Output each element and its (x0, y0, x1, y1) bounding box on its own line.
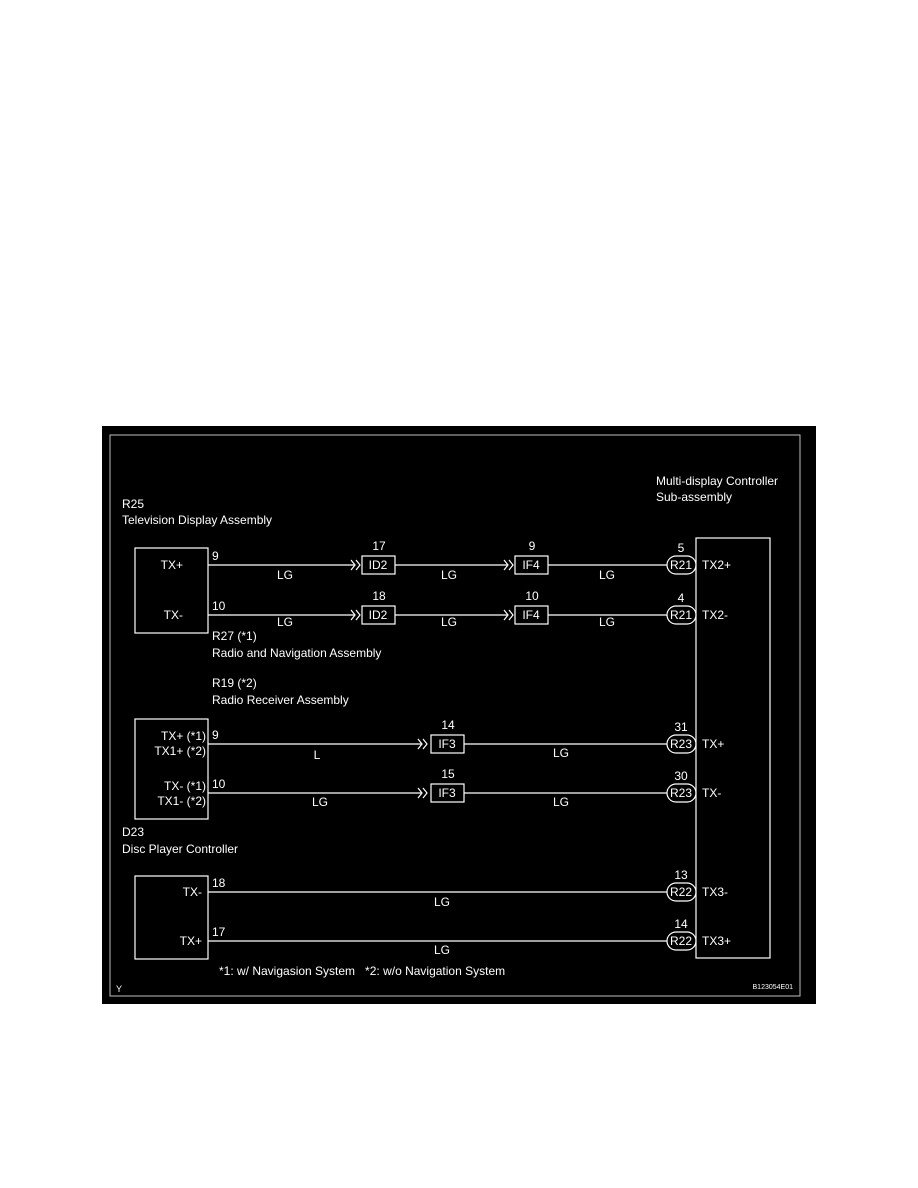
wire-color: LG (434, 943, 450, 957)
r25-name: Television Display Assembly (122, 513, 272, 527)
r19-code: R19 (*2) (212, 676, 257, 690)
controller-name-line2: Sub-assembly (656, 490, 732, 504)
dst-pin-label: TX3+ (702, 934, 731, 948)
src-pin-label: TX- (*1) (164, 779, 206, 793)
multi-display-controller: Multi-display Controller Sub-assembly (656, 474, 778, 959)
dst-pin-label: TX3- (702, 885, 728, 899)
wire-color: LG (599, 568, 615, 582)
r25-code: R25 (122, 497, 144, 511)
wire-radio-tx-minus: TX- (*1) TX1- (*2) 10 LG 15 IF3 LG 30 R2… (157, 767, 721, 809)
wire-r25-tx-minus: TX- 10 LG 18 ID2 LG 10 IF4 LG 4 R21 TX2- (164, 589, 728, 629)
controller-box (695, 537, 771, 959)
src-pin-number: 17 (212, 925, 226, 939)
wire-color: L (314, 748, 321, 762)
wire-d23-tx-minus: TX- 18 LG 13 R22 TX3- (183, 868, 728, 909)
controller-name-line1: Multi-display Controller (656, 474, 778, 488)
dst-pin-label: TX+ (702, 737, 724, 751)
dst-pin-number: 13 (674, 868, 688, 882)
src-pin-number: 9 (212, 549, 219, 563)
wire-radio-tx-plus: TX+ (*1) TX1+ (*2) 9 L 14 IF3 LG 31 R23 … (154, 718, 724, 762)
junction-name: IF4 (522, 608, 540, 622)
dst-pin-number: 31 (674, 720, 688, 734)
src-pin-number: 9 (212, 728, 219, 742)
wire-d23-tx-plus: TX+ 17 LG 14 R22 TX3+ (180, 917, 731, 957)
connector-r23 (666, 734, 697, 754)
corner-mark: Y (116, 984, 122, 994)
src-pin-label: TX1+ (*2) (154, 744, 206, 758)
d23-disc-player-controller: D23 Disc Player Controller (122, 825, 238, 960)
wire-color: LG (434, 895, 450, 909)
r25-television-display: R25 Television Display Assembly (122, 497, 272, 634)
footnote: *1: w/ Navigasion System *2: w/o Navigat… (219, 964, 505, 978)
dst-connector: R21 (670, 608, 692, 622)
connector-r23 (666, 783, 697, 803)
src-pin-label: TX1- (*2) (157, 794, 206, 808)
dst-pin-label: TX2- (702, 608, 728, 622)
dst-pin-number: 30 (674, 769, 688, 783)
dst-pin-label: TX- (702, 786, 721, 800)
src-pin-number: 10 (212, 777, 226, 791)
d23-code: D23 (122, 825, 144, 839)
connector-r21 (666, 555, 697, 575)
dst-pin-number: 4 (678, 591, 685, 605)
d23-box (134, 875, 209, 960)
r27-r19-labels: R27 (*1) Radio and Navigation Assembly R… (134, 629, 381, 820)
r27-code: R27 (*1) (212, 629, 257, 643)
r19-name: Radio Receiver Assembly (212, 693, 349, 707)
src-pin-number: 10 (212, 599, 226, 613)
dst-connector: R23 (670, 737, 692, 751)
connector-r22 (666, 882, 697, 902)
junction-pin: 18 (372, 589, 386, 603)
junction-name: IF3 (438, 737, 456, 751)
dst-pin-number: 14 (674, 917, 688, 931)
diagram-frame (109, 434, 801, 997)
src-pin-label: TX- (164, 608, 183, 622)
wiring-diagram: Multi-display Controller Sub-assembly R2… (102, 426, 816, 1004)
connector-r22 (666, 931, 697, 951)
dst-pin-label: TX2+ (702, 558, 731, 572)
dst-connector: R21 (670, 558, 692, 572)
wire-color: LG (441, 568, 457, 582)
wire-color: LG (599, 615, 615, 629)
r27-name: Radio and Navigation Assembly (212, 646, 381, 660)
dst-connector: R22 (670, 885, 692, 899)
junction-name: IF3 (438, 786, 456, 800)
junction-pin: 14 (441, 718, 455, 732)
src-pin-label: TX+ (161, 558, 183, 572)
wire-color: LG (553, 795, 569, 809)
wire-color: LG (277, 615, 293, 629)
junction-name: ID2 (369, 608, 388, 622)
junction-name: ID2 (369, 558, 388, 572)
junction-pin: 17 (372, 539, 386, 553)
src-pin-label: TX+ (180, 934, 202, 948)
radio-box (134, 718, 209, 820)
dst-connector: R22 (670, 934, 692, 948)
wire-r25-tx-plus: TX+ 9 LG 17 ID2 LG 9 IF4 LG 5 R21 TX2+ (161, 539, 731, 582)
junction-name: IF4 (522, 558, 540, 572)
junction-pin: 9 (529, 539, 536, 553)
junction-pin: 15 (441, 767, 455, 781)
src-pin-label: TX- (183, 885, 202, 899)
src-pin-label: TX+ (*1) (161, 729, 206, 743)
junction-pin: 10 (525, 589, 539, 603)
dst-connector: R23 (670, 786, 692, 800)
wire-color: LG (312, 795, 328, 809)
dst-pin-number: 5 (678, 541, 685, 555)
src-pin-number: 18 (212, 876, 226, 890)
r25-box (134, 547, 209, 634)
wire-color: LG (441, 615, 457, 629)
wire-color: LG (277, 568, 293, 582)
d23-name: Disc Player Controller (122, 842, 238, 856)
figure-id: B123054E01 (753, 984, 794, 991)
connector-r21 (666, 605, 697, 625)
wire-color: LG (553, 746, 569, 760)
